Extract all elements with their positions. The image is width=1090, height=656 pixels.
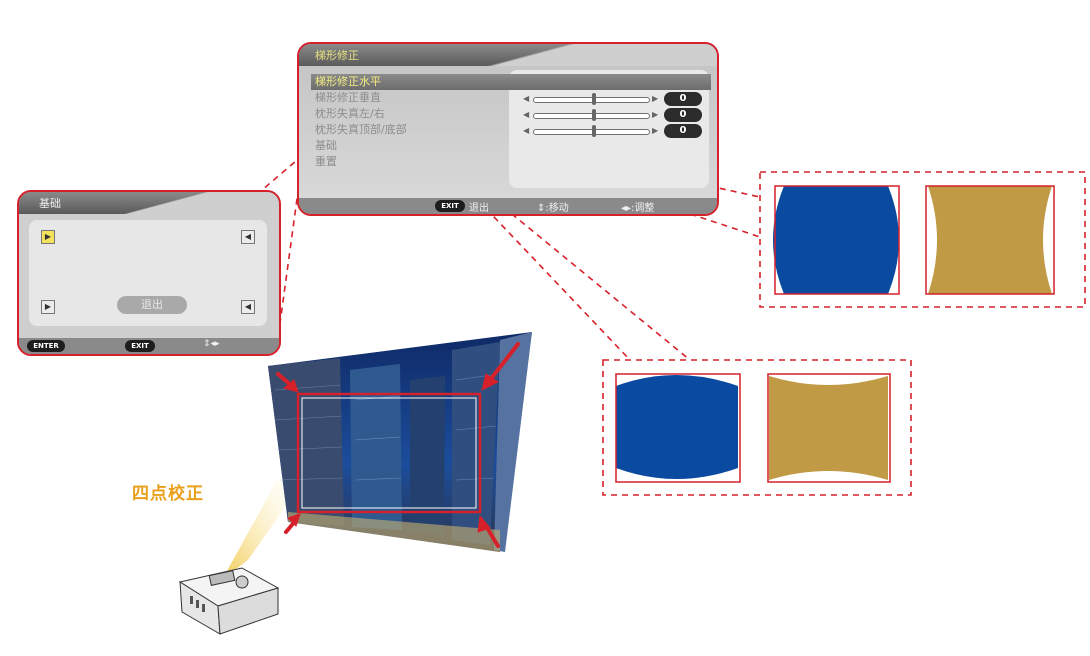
arrow-top-right-icon: ◀ xyxy=(244,232,252,241)
projector-light-beam xyxy=(222,475,290,580)
corner-top-right-button[interactable]: ◀ xyxy=(241,230,255,244)
keystone-menu-title: 梯形修正 xyxy=(315,49,359,62)
keystone-menu-body: ◀ ▶ 0 ◀ ▶ 0 ◀ ▶ 0 ◀ xyxy=(299,66,717,198)
corner-top-left-button[interactable]: ▶ xyxy=(41,230,55,244)
corner-bottom-left-button[interactable]: ▶ xyxy=(41,300,55,314)
arrow-bottom-left-icon: ▶ xyxy=(44,302,52,311)
basic-menu-title-bar: 基础 xyxy=(19,192,279,214)
four-point-correction-label: 四点校正 xyxy=(132,484,204,504)
keystone-menu-footer: EXIT 退出 ⇕:移动 ◂▸:调整 xyxy=(299,198,717,214)
pincushion-gold-shape xyxy=(925,185,1055,295)
arrow-bottom-right-icon: ◀ xyxy=(244,302,252,311)
arrow-bottom-right-icon xyxy=(477,514,500,548)
corner-bottom-right-button[interactable]: ◀ xyxy=(241,300,255,314)
slider-keystone-vertical[interactable]: ◀ ▶ 0 xyxy=(523,92,703,106)
keystone-menu-window: 梯形修正 ◀ ▶ 0 ◀ ▶ 0 ◀ ▶ 0 xyxy=(297,42,719,216)
menu-item-keystone-vertical[interactable]: 梯形修正垂直 xyxy=(315,91,381,104)
slider-value: 0 xyxy=(664,108,702,122)
barrel-blue-shape-horizontal xyxy=(615,373,741,483)
arrow-right-icon: ▶ xyxy=(652,94,659,103)
basic-menu-window: 基础 ▶ ◀ ▶ ◀ 退出 ENTER EXIT ⇕◂▸ xyxy=(17,190,281,356)
menu-item-pincushion-left-right[interactable]: 枕形失真左/右 xyxy=(315,107,385,120)
enter-key-badge: ENTER xyxy=(27,340,65,352)
arrow-bottom-left-icon xyxy=(284,513,301,534)
menu-item-keystone-horizontal[interactable]: 梯形修正水平 xyxy=(311,74,711,90)
arrow-right-icon: ▶ xyxy=(652,110,659,119)
exit-key-badge: EXIT xyxy=(435,200,465,212)
adjust-hint: ◂▸:调整 xyxy=(621,203,655,214)
slider-pincushion-top-bottom[interactable]: ◀ ▶ 0 xyxy=(523,124,703,138)
slider-track xyxy=(533,97,650,103)
arrow-left-icon: ◀ xyxy=(523,94,530,103)
keystone-menu-title-bar: 梯形修正 xyxy=(299,44,717,66)
arrow-right-icon: ▶ xyxy=(652,126,659,135)
exit-button[interactable]: 退出 xyxy=(117,296,187,314)
slider-knob[interactable] xyxy=(592,109,596,121)
pincushion-left-right-examples xyxy=(773,185,1055,295)
slider-track xyxy=(533,129,650,135)
slider-knob[interactable] xyxy=(592,93,596,105)
menu-item-pincushion-top-bottom[interactable]: 枕形失真顶部/底部 xyxy=(315,123,407,136)
slider-pincushion-left-right[interactable]: ◀ ▶ 0 xyxy=(523,108,703,122)
menu-item-reset[interactable]: 重置 xyxy=(315,155,337,168)
exit-key-badge: EXIT xyxy=(125,340,155,352)
move-hint: ⇕:移动 xyxy=(537,203,569,214)
pincushion-gold-shape-horizontal xyxy=(767,373,891,483)
menu-item-basic[interactable]: 基础 xyxy=(315,139,337,152)
arrow-left-icon: ◀ xyxy=(523,110,530,119)
basic-corner-panel: ▶ ◀ ▶ ◀ 退出 xyxy=(29,220,267,326)
basic-menu-footer: ENTER EXIT ⇕◂▸ xyxy=(19,338,279,354)
slider-knob[interactable] xyxy=(592,125,596,137)
arrow-left-icon: ◀ xyxy=(523,126,530,135)
slider-value: 0 xyxy=(664,92,702,106)
barrel-blue-shape xyxy=(773,185,900,295)
slider-track xyxy=(533,113,650,119)
arrow-top-left-icon: ▶ xyxy=(44,232,52,241)
pincushion-top-bottom-examples xyxy=(615,373,891,483)
arrow-top-left-icon xyxy=(276,372,299,393)
basic-menu-title: 基础 xyxy=(39,197,61,210)
arrow-top-right-icon xyxy=(481,342,520,391)
keystone-menu-list: 梯形修正水平 梯形修正垂直 枕形失真左/右 枕形失真顶部/底部 基础 重置 xyxy=(311,74,711,170)
projection-illustration xyxy=(178,332,532,635)
slider-value: 0 xyxy=(664,124,702,138)
exit-hint: 退出 xyxy=(469,203,489,214)
projector-device xyxy=(178,567,280,635)
nav-hint: ⇕◂▸ xyxy=(203,339,220,349)
projected-city-image xyxy=(268,332,532,552)
target-correction-frame xyxy=(296,392,482,514)
